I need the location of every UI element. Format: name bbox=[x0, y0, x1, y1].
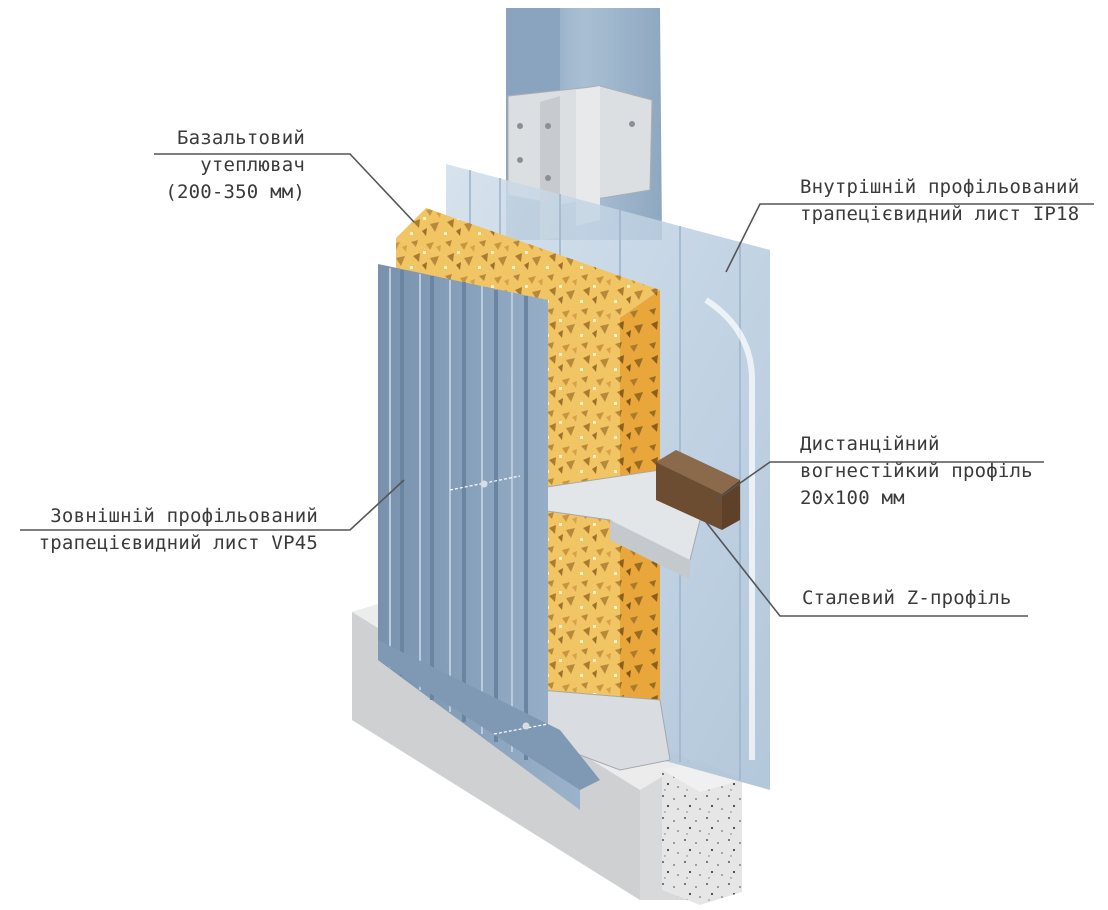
label-spacer: Дистанційний вогнестійкий профіль 20х100… bbox=[800, 431, 1033, 512]
label-insulation-line1: Базальтовий bbox=[176, 127, 305, 149]
label-z-profile: Сталевий Z-профіль bbox=[802, 585, 1012, 612]
leader-inner-sheet bbox=[725, 203, 1094, 273]
label-z-profile-line1: Сталевий Z-профіль bbox=[802, 587, 1012, 609]
label-outer-sheet-line2: трапецієвидний лист VP45 bbox=[38, 532, 318, 554]
leader-lines bbox=[20, 153, 1094, 617]
label-spacer-line1: Дистанційний bbox=[800, 433, 940, 455]
leader-spacer bbox=[715, 461, 1044, 501]
label-inner-sheet-line2: трапецієвидний лист IP18 bbox=[800, 203, 1080, 225]
steel-column bbox=[506, 8, 662, 240]
leader-insulation bbox=[154, 153, 415, 223]
outer-profiled-sheet bbox=[378, 264, 600, 810]
leader-z-profile bbox=[705, 521, 1028, 617]
leader-outer-sheet bbox=[20, 479, 405, 531]
label-inner-sheet-line1: Внутрішній профільований bbox=[800, 176, 1080, 198]
label-spacer-line3: 20х100 мм bbox=[800, 487, 905, 509]
aerated-block bbox=[662, 760, 742, 905]
label-inner-sheet: Внутрішній профільований трапецієвидний … bbox=[800, 174, 1079, 228]
label-insulation: Базальтовий утеплювач (200-350 мм) bbox=[150, 125, 305, 206]
label-outer-sheet-line1: Зовнішній профільований bbox=[50, 505, 318, 527]
label-spacer-line2: вогнестійкий профіль bbox=[800, 460, 1033, 482]
label-outer-sheet: Зовнішній профільований трапецієвидний л… bbox=[14, 503, 318, 557]
label-insulation-line2: утеплювач bbox=[200, 154, 305, 176]
label-insulation-line3: (200-350 мм) bbox=[165, 181, 305, 203]
